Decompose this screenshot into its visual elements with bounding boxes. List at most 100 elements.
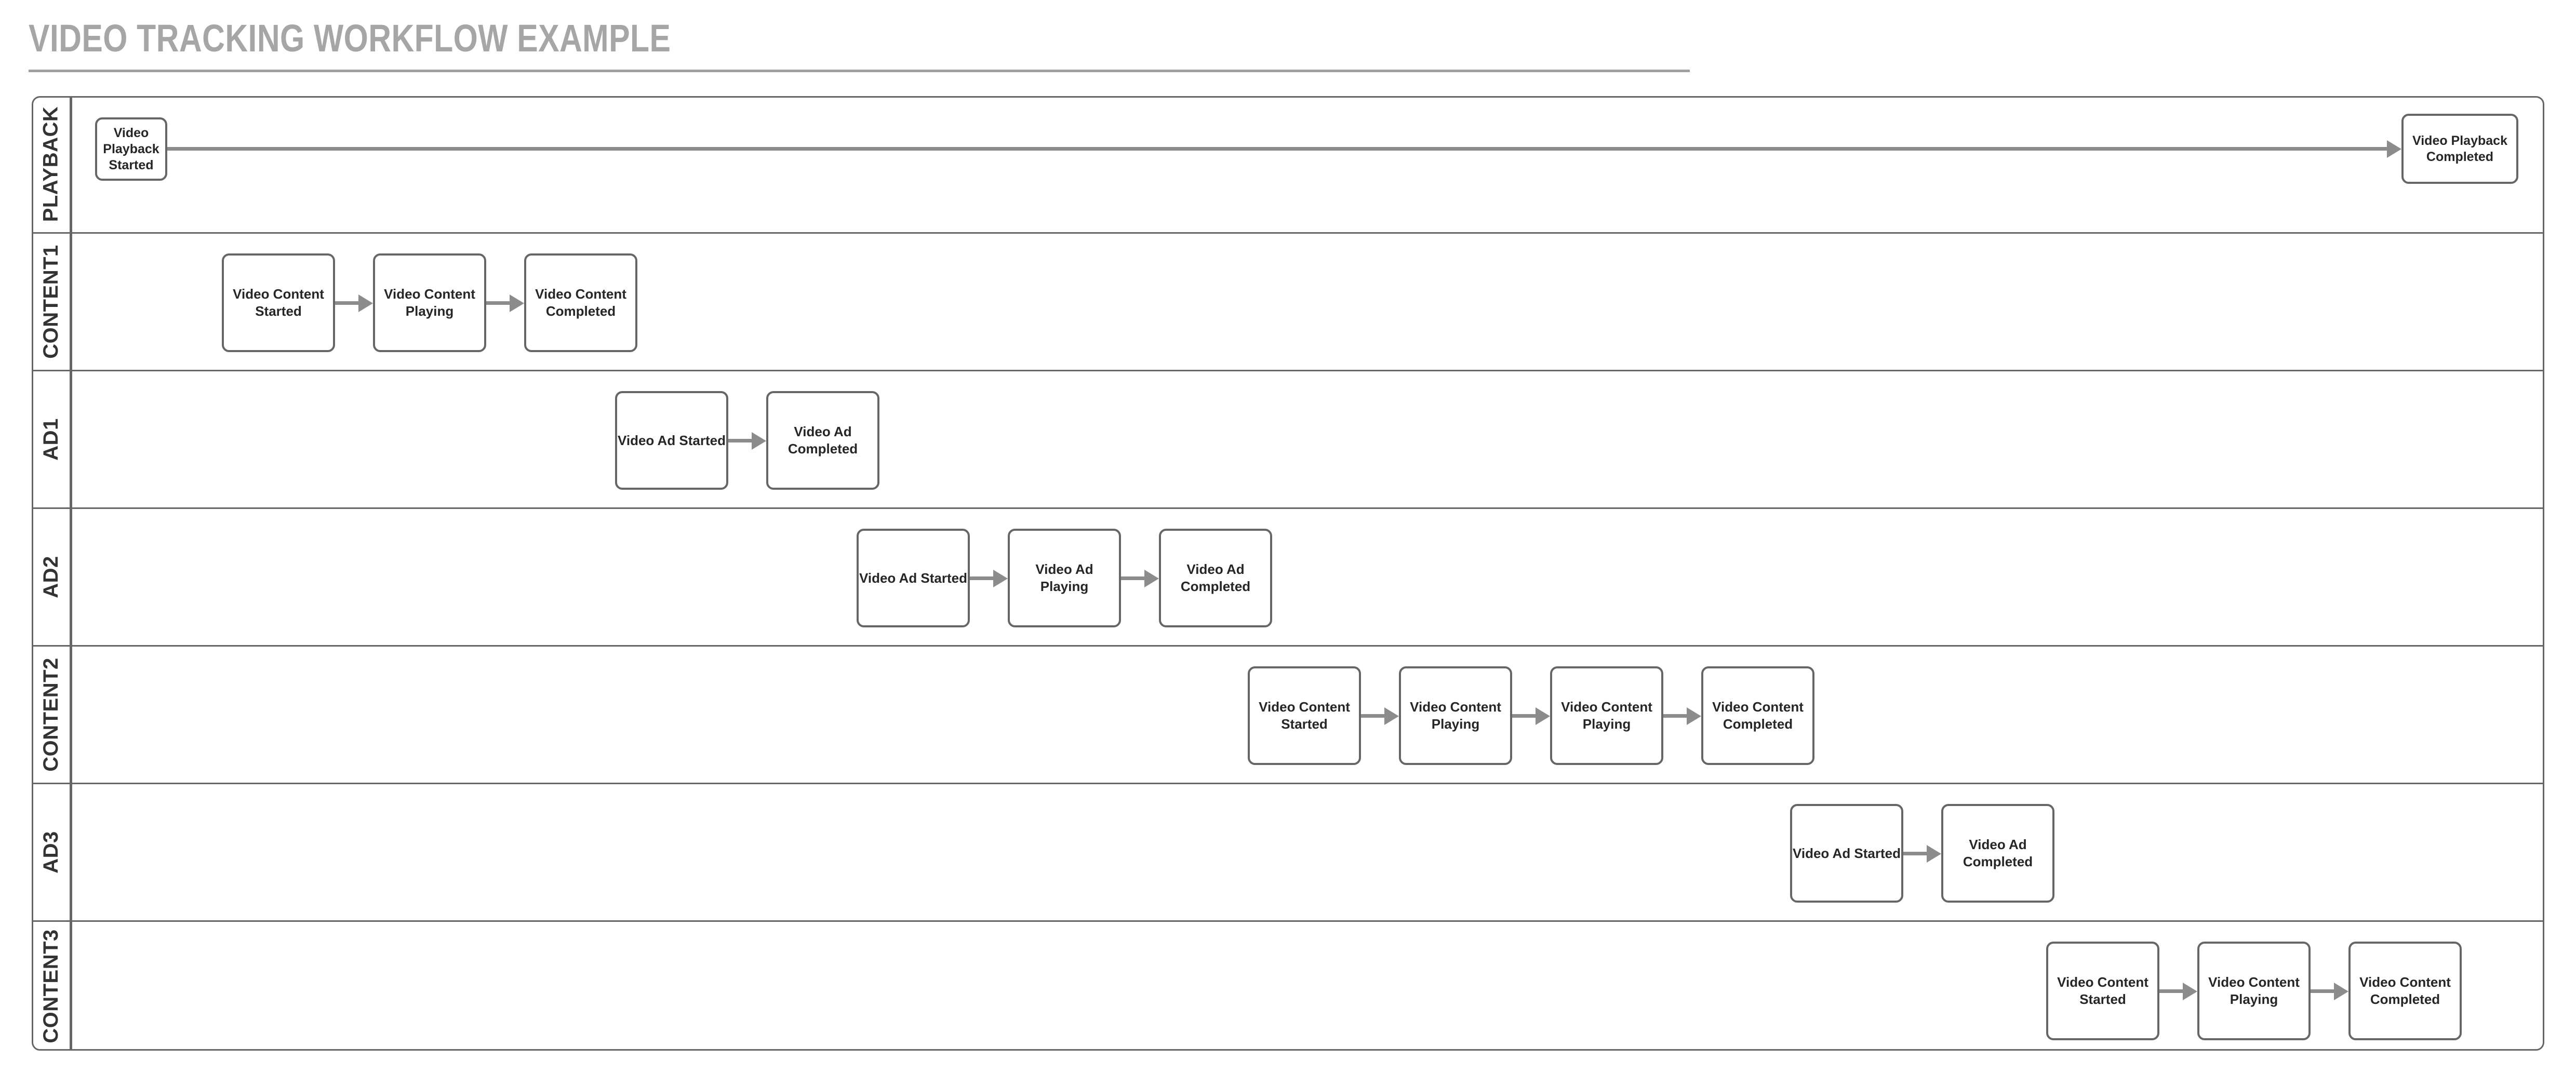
connector-line (1361, 714, 1384, 718)
node-video-ad-playing[interactable]: Video Ad Playing (1008, 529, 1121, 627)
connector-line (2159, 989, 2183, 993)
lane-body-playback: Video Playback Started Video Playback Co… (72, 96, 2544, 232)
lane-label-text: AD3 (39, 831, 62, 874)
connector-arrowhead (1687, 707, 1701, 725)
connector-playback-line (167, 147, 2387, 151)
connector-line (728, 439, 752, 442)
connector-arrowhead (510, 294, 524, 312)
node-label: Video Content Playing (2208, 974, 2300, 1007)
lane-label-text: CONTENT3 (39, 929, 62, 1043)
lane-body-ad2: Video Ad Started Video Ad Playing Video … (72, 509, 2544, 645)
connector-arrowhead (1927, 845, 1941, 863)
node-label: Video Ad Started (859, 570, 968, 586)
connector-playback-arrowhead (2387, 140, 2401, 158)
lane-content1: CONTENT1 Video Content Started Video Con… (32, 234, 2544, 370)
node-label: Video Content Completed (1712, 699, 1804, 732)
connector-arrowhead (752, 432, 766, 450)
node-video-playback-started[interactable]: Video Playback Started (95, 117, 167, 181)
connector-arrowhead (1536, 707, 1550, 725)
node-label: Video Playback Started (103, 125, 159, 172)
lane-separator (32, 507, 2544, 509)
lane-label-ad3: AD3 (32, 784, 72, 920)
connector-arrowhead (2334, 983, 2348, 1000)
connector-line (2311, 989, 2334, 993)
node-video-playback-completed[interactable]: Video Playback Completed (2401, 114, 2518, 184)
lane-label-text: PLAYBACK (39, 106, 62, 222)
node-label: Video Ad Started (617, 432, 726, 448)
connector-arrowhead (993, 570, 1008, 587)
connector-line (1121, 576, 1144, 580)
connector-line (486, 301, 510, 305)
node-label: Video Content Playing (1561, 699, 1652, 732)
node-video-ad-started[interactable]: Video Ad Started (1790, 804, 1903, 903)
node-video-ad-completed[interactable]: Video Ad Completed (1159, 529, 1272, 627)
node-video-ad-completed[interactable]: Video Ad Completed (766, 391, 879, 490)
swimlane-pool: PLAYBACK Video Playback Started Video Pl… (32, 96, 2544, 1051)
lane-label-text: CONTENT2 (39, 657, 62, 772)
lane-ad3: AD3 Video Ad Started Video Ad Completed (32, 784, 2544, 920)
connector-arrowhead (2183, 983, 2197, 1000)
lane-ad2: AD2 Video Ad Started Video Ad Playing Vi… (32, 509, 2544, 645)
lane-body-content1: Video Content Started Video Content Play… (72, 234, 2544, 370)
lane-label-text: CONTENT1 (39, 245, 62, 359)
lane-label-text: AD2 (39, 556, 62, 598)
page-title: VIDEO TRACKING WORKFLOW EXAMPLE (29, 17, 671, 60)
node-label: Video Content Completed (2359, 974, 2451, 1007)
lane-separator (32, 645, 2544, 647)
lane-label-ad2: AD2 (32, 509, 72, 645)
lane-body-ad3: Video Ad Started Video Ad Completed (72, 784, 2544, 920)
title-divider (29, 70, 1690, 72)
lane-separator (32, 232, 2544, 234)
connector-arrowhead (1384, 707, 1399, 725)
node-video-ad-started[interactable]: Video Ad Started (615, 391, 728, 490)
node-label: Video Ad Completed (1180, 561, 1251, 594)
node-video-ad-completed[interactable]: Video Ad Completed (1941, 804, 2054, 903)
lane-label-text: AD1 (39, 418, 62, 461)
lane-separator (32, 370, 2544, 371)
node-video-content-completed[interactable]: Video Content Completed (1701, 666, 1814, 765)
node-video-content-started[interactable]: Video Content Started (1248, 666, 1361, 765)
node-video-content-completed[interactable]: Video Content Completed (524, 253, 637, 352)
lane-playback: PLAYBACK Video Playback Started Video Pl… (32, 96, 2544, 232)
node-video-content-playing[interactable]: Video Content Playing (373, 253, 486, 352)
connector-arrowhead (358, 294, 373, 312)
lane-content2: CONTENT2 Video Content Started Video Con… (32, 647, 2544, 783)
node-video-content-started[interactable]: Video Content Started (222, 253, 335, 352)
lane-body-ad1: Video Ad Started Video Ad Completed (72, 371, 2544, 507)
node-video-content-playing[interactable]: Video Content Playing (1399, 666, 1512, 765)
connector-line (970, 576, 993, 580)
node-label: Video Ad Playing (1035, 561, 1093, 594)
node-label: Video Content Started (2057, 974, 2148, 1007)
node-video-content-playing[interactable]: Video Content Playing (2197, 942, 2311, 1040)
node-label: Video Content Started (233, 286, 324, 319)
lane-content3: CONTENT3 Video Content Started Video Con… (32, 922, 2544, 1051)
lane-separator (32, 920, 2544, 922)
lane-body-content2: Video Content Started Video Content Play… (72, 647, 2544, 783)
lane-label-ad1: AD1 (32, 371, 72, 507)
lane-label-content2: CONTENT2 (32, 647, 72, 783)
node-label: Video Content Completed (535, 286, 626, 319)
lane-label-content1: CONTENT1 (32, 234, 72, 370)
lane-body-content3: Video Content Started Video Content Play… (72, 922, 2544, 1051)
connector-line (335, 301, 358, 305)
connector-arrowhead (1144, 570, 1159, 587)
node-label: Video Content Playing (1410, 699, 1501, 732)
node-label: Video Content Playing (384, 286, 475, 319)
node-label: Video Ad Started (1792, 845, 1901, 861)
connector-line (1663, 714, 1687, 718)
node-video-content-completed[interactable]: Video Content Completed (2348, 942, 2462, 1040)
connector-line (1903, 852, 1927, 855)
node-label: Video Content Started (1259, 699, 1350, 732)
connector-line (1512, 714, 1536, 718)
title-block: VIDEO TRACKING WORKFLOW EXAMPLE (29, 16, 1691, 75)
lane-label-content3: CONTENT3 (32, 922, 72, 1051)
node-label: Video Ad Completed (788, 424, 858, 457)
lane-separator (32, 783, 2544, 784)
lane-ad1: AD1 Video Ad Started Video Ad Completed (32, 371, 2544, 507)
node-label: Video Playback Completed (2412, 133, 2507, 164)
node-video-content-playing-2[interactable]: Video Content Playing (1550, 666, 1663, 765)
lane-label-playback: PLAYBACK (32, 96, 72, 232)
node-video-content-started[interactable]: Video Content Started (2046, 942, 2159, 1040)
node-label: Video Ad Completed (1963, 837, 2033, 869)
node-video-ad-started[interactable]: Video Ad Started (857, 529, 970, 627)
